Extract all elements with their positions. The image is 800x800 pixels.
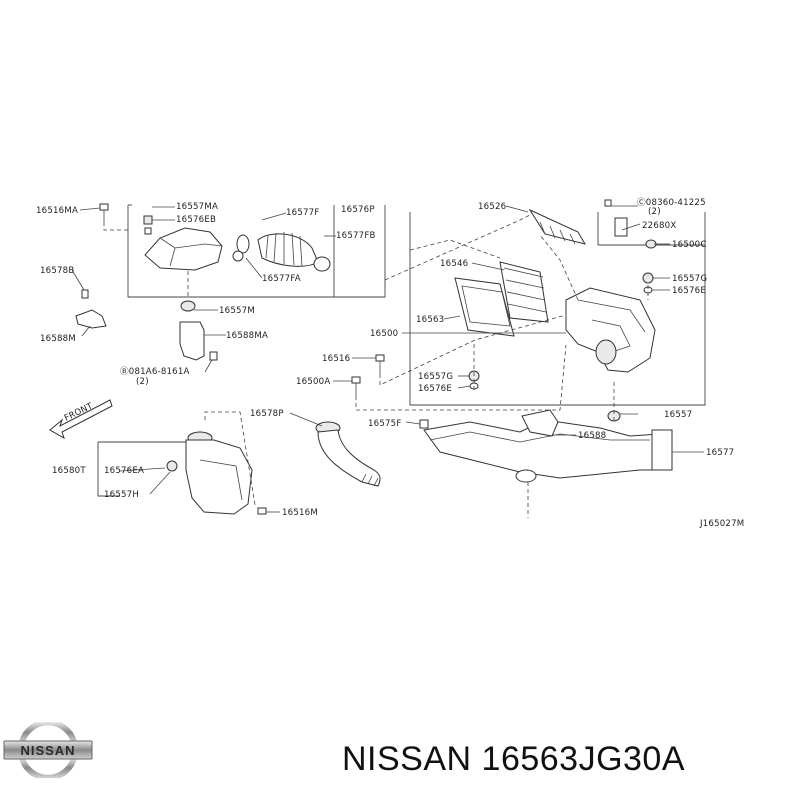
callout-22680X: 22680X [642,221,676,231]
callout-16578B: 16578B [40,266,74,276]
callout-081A6-qty: (2) [136,377,149,387]
bolt-16516 [375,354,385,374]
callout-16580T: 16580T [52,466,86,476]
callout-16588: 16588 [578,431,606,441]
callout-16576EB: 16576EB [176,215,216,225]
clip-16577FA [232,250,244,262]
callout-16516MA: 16516MA [36,206,78,216]
nissan-logo: NISSAN [3,722,93,778]
bolt-16575F [419,419,429,429]
callout-16500: 16500 [370,329,398,339]
callout-16577F: 16577F [286,208,319,218]
frame-right [409,212,706,406]
callout-16500C: 16500C [672,240,707,250]
resonator-16580T [185,431,253,515]
callout-16576EA: 16576EA [104,466,144,476]
air-cleaner-body-16500 [565,287,656,373]
footer-title: NISSAN 16563JG30A [342,740,686,778]
bracket-16588M [75,289,107,329]
callout-16576E-right: 16576E [672,286,706,296]
callout-16578P: 16578P [250,409,284,419]
callout-16516: 16516 [322,354,350,364]
clamp-16577FB [313,256,331,272]
callout-16577: 16577 [706,448,734,458]
callout-16557: 16557 [664,410,692,420]
callout-16588M: 16588M [40,334,76,344]
element-16526 [528,208,587,245]
grommet-16557MA [143,215,153,235]
callout-08360-41225: Ⓒ08360-41225 [637,197,706,208]
callout-labels: 16516MA 16557MA 16576EB 16577F 16576P 16… [36,197,744,529]
bracket-16588 [521,409,559,437]
duct-16578P [315,421,381,487]
callout-16563: 16563 [416,315,444,325]
figure-code: J165027M [699,519,744,529]
callout-16557H: 16557H [104,490,139,500]
callout-16516M: 16516M [282,508,318,518]
callout-16500A: 16500A [296,377,330,387]
leader-lines [71,205,704,513]
callout-08360-qty: (2) [648,207,661,217]
callout-16577FA: 16577FA [262,274,301,284]
callout-16546: 16546 [440,259,468,269]
sensor-22680X [604,199,628,237]
dashed-reference-lines [103,214,649,518]
callout-16526: 16526 [478,202,506,212]
callout-16557G: 16557G [418,372,453,382]
callout-16557MA: 16557MA [176,202,218,212]
main-duct-16577 [423,419,673,483]
grommet-16576EA [166,460,178,472]
callout-16588MA: 16588MA [226,331,268,341]
callout-16576E: 16576E [418,384,452,394]
callout-16576P: 16576P [341,205,375,215]
bolt-16516MA [99,203,109,222]
filter-element-16563 [454,277,515,337]
front-direction-indicator: FRONT [49,399,113,440]
callout-16575F: 16575F [368,419,401,429]
bolt-16516M [257,507,267,515]
hose-16576P [257,232,319,267]
frame-upper-left [127,204,386,298]
air-filter-16546 [499,261,549,323]
callout-16577FB: 16577FB [336,231,376,241]
bracket-16588MA [179,300,218,361]
bolt-16500A [351,376,361,396]
upper-air-duct [144,227,223,271]
nissan-logo-text: NISSAN [20,743,75,758]
callout-16557M: 16557M [219,306,255,316]
callout-16557G-right: 16557G [672,274,707,284]
clamp-16577F [236,234,250,254]
callout-081A6-8161A: Ⓑ081A6-8161A [120,366,190,377]
grommet-16557G-right [642,272,654,294]
